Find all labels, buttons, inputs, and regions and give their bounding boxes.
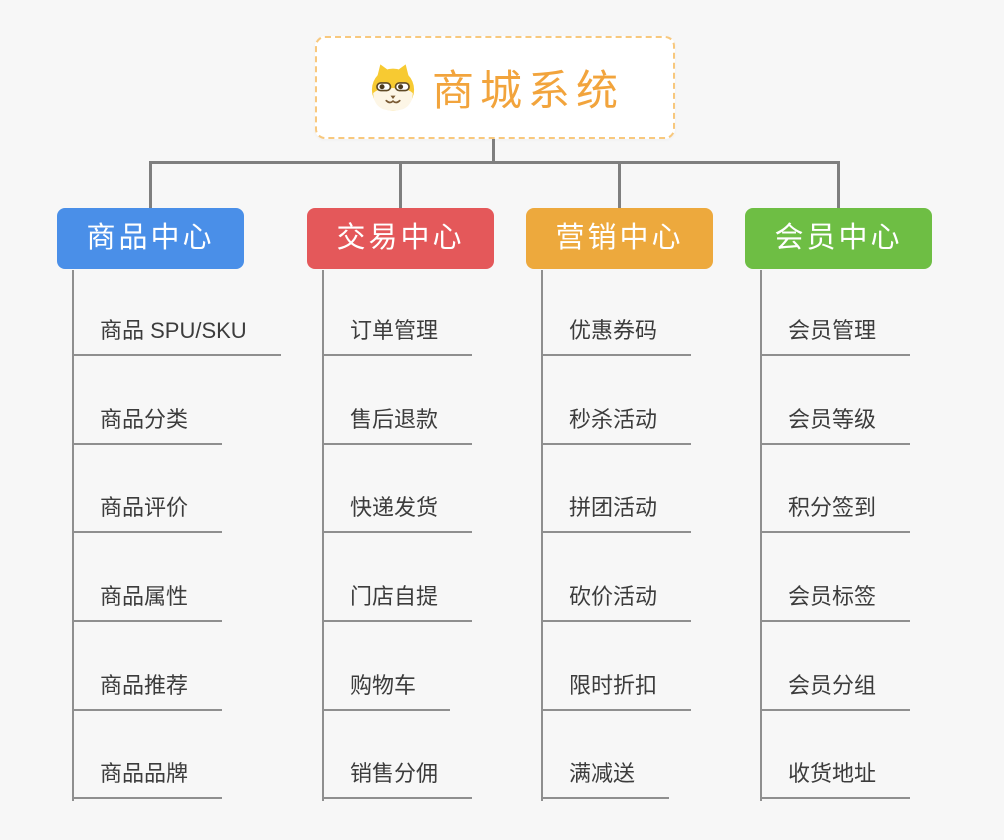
- branch-spine-line: [760, 270, 762, 801]
- branch-column-member: 会员管理 会员等级 积分签到 会员标签 会员分组 收货地址: [760, 268, 911, 800]
- branch-drop-connector: [149, 161, 152, 209]
- leaf-node[interactable]: 拼团活动: [541, 445, 692, 534]
- root-stem-connector: [492, 139, 495, 164]
- leaf-node[interactable]: 门店自提: [322, 533, 473, 623]
- branch-node-marketing-center[interactable]: 营销中心: [526, 208, 713, 269]
- leaf-node[interactable]: 销售分佣: [322, 711, 473, 800]
- root-title: 商城系统: [431, 67, 624, 114]
- branch-spine-line: [72, 270, 74, 801]
- leaf-node[interactable]: 商品属性: [72, 533, 223, 623]
- root-node[interactable]: 商城系统: [315, 36, 675, 139]
- leaf-node[interactable]: 商品品牌: [72, 711, 223, 800]
- branch-column-trade: 订单管理 售后退款 快递发货 门店自提 购物车 销售分佣: [322, 268, 473, 800]
- leaf-node[interactable]: 收货地址: [760, 711, 911, 800]
- leaf-node[interactable]: 满减送: [541, 711, 670, 800]
- leaf-node[interactable]: 会员等级: [760, 356, 911, 445]
- leaf-node[interactable]: 会员分组: [760, 622, 911, 711]
- branch-spine-line: [322, 270, 324, 801]
- leaf-node[interactable]: 会员管理: [760, 268, 911, 357]
- leaf-node[interactable]: 秒杀活动: [541, 356, 692, 445]
- shiba-dog-icon: [366, 61, 420, 115]
- leaf-node[interactable]: 积分签到: [760, 445, 911, 534]
- leaf-node[interactable]: 商品 SPU/SKU: [72, 268, 281, 357]
- branch-node-trade-center[interactable]: 交易中心: [307, 208, 494, 269]
- leaf-node[interactable]: 购物车: [322, 622, 451, 711]
- leaf-node[interactable]: 砍价活动: [541, 533, 692, 623]
- leaf-node[interactable]: 快递发货: [322, 445, 473, 534]
- branch-spine-line: [541, 270, 543, 801]
- leaf-node[interactable]: 限时折扣: [541, 622, 692, 711]
- branch-column-product: 商品 SPU/SKU 商品分类 商品评价 商品属性 商品推荐 商品品牌: [72, 268, 281, 800]
- branch-drop-connector: [837, 161, 840, 209]
- leaf-node[interactable]: 订单管理: [322, 268, 473, 357]
- branch-drop-connector: [399, 161, 402, 209]
- leaf-node[interactable]: 会员标签: [760, 533, 911, 623]
- leaf-node[interactable]: 商品推荐: [72, 622, 223, 711]
- leaf-node[interactable]: 售后退款: [322, 356, 473, 445]
- branch-column-marketing: 优惠券码 秒杀活动 拼团活动 砍价活动 限时折扣 满减送: [541, 268, 692, 800]
- branch-drop-connector: [618, 161, 621, 209]
- branch-node-member-center[interactable]: 会员中心: [745, 208, 932, 269]
- branch-rail-connector: [149, 161, 840, 164]
- branch-node-product-center[interactable]: 商品中心: [57, 208, 244, 269]
- leaf-node[interactable]: 商品评价: [72, 445, 223, 534]
- leaf-node[interactable]: 商品分类: [72, 356, 223, 445]
- leaf-node[interactable]: 优惠券码: [541, 268, 692, 357]
